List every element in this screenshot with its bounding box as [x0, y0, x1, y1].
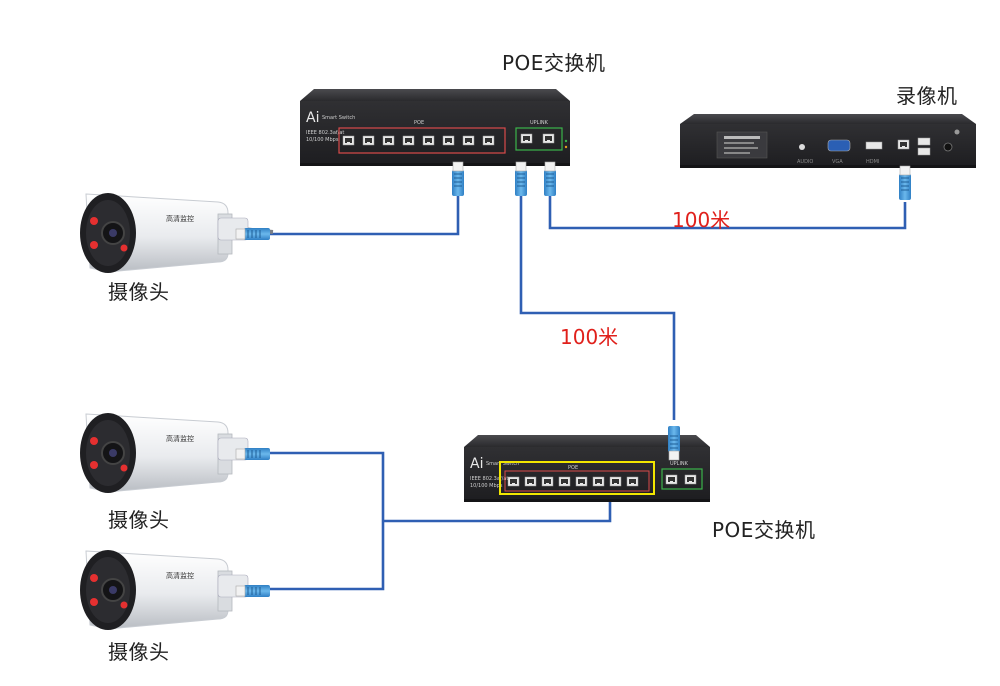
camera-1: 高清监控: [80, 193, 274, 273]
top-switch-plugs: [451, 161, 557, 197]
cables: [262, 196, 907, 591]
distance-label-switch: 100米: [560, 325, 619, 349]
bottom-switch-port-7: [609, 476, 622, 487]
bottom-switch-uplink-label: UPLINK: [670, 461, 689, 467]
top-switch-model: Smart Switch: [322, 115, 355, 121]
top-switch-port-6: [442, 135, 455, 146]
top-switch-uplink-port-2: [542, 133, 555, 144]
top-switch-spec-2: 10/100 Mbps: [306, 137, 339, 143]
bottom-switch-port-2: [524, 476, 537, 487]
bottom-switch-port-5: [575, 476, 588, 487]
nvr-recorder: AUDIO VGA HDMI: [680, 114, 976, 168]
top-switch-port-1: [342, 135, 355, 146]
top-switch-uplink-label: UPLINK: [530, 120, 549, 126]
top-switch-port-7: [462, 135, 475, 146]
camera-3-brand: 高清监控: [166, 571, 194, 580]
bottom-switch-poe-highlight: [499, 461, 655, 495]
nvr-hdmi-label: HDMI: [866, 159, 879, 165]
cable-cameras-to-bottom-switch: [383, 502, 612, 523]
bottom-switch-port-1: [507, 476, 520, 487]
rj45-plug-icon: [667, 425, 681, 461]
bottom-switch-uplink-group: [661, 468, 703, 490]
bottom-switch-uplink-port-1: [665, 474, 678, 485]
rj45-plug-icon: [543, 161, 557, 197]
bottom-switch-model: Smart Switch: [486, 461, 519, 467]
bottom-switch-uplink-port-2: [684, 474, 697, 485]
rj45-plug-icon: [898, 165, 912, 201]
top-switch-port-5: [422, 135, 435, 146]
bottom-switch-spec-1: IEEE 802.3af/at: [470, 476, 508, 482]
camera-3: 高清监控: [80, 550, 271, 630]
top-switch-logo: Ai: [306, 110, 319, 126]
cable-camera-2-to-bottom-switch: [262, 451, 385, 591]
top-switch-uplink-port-1: [520, 133, 533, 144]
nvr-audio-label: AUDIO: [797, 159, 813, 165]
bottom-switch-port-8: [626, 476, 639, 487]
cable-camera-1-to-top-switch: [262, 196, 460, 236]
top-switch-port-3: [382, 135, 395, 146]
bottom-switch-spec-2: 10/100 Mbps: [470, 483, 503, 489]
top-switch-uplink-group: [515, 127, 563, 151]
nvr-lan-port: [897, 139, 910, 150]
rj45-plug-icon: [451, 161, 465, 197]
nvr-vga-label: VGA: [832, 159, 843, 165]
top-poe-switch: Ai Smart Switch IEEE 802.3af/at 10/100 M…: [300, 89, 570, 166]
top-switch-port-8: [482, 135, 495, 146]
camera-2: 高清监控: [80, 413, 271, 493]
camera-1-brand: 高清监控: [166, 214, 194, 223]
cable-top-switch-to-bottom-switch: [519, 196, 676, 420]
nvr-label: 录像机: [896, 84, 958, 108]
top-switch-spec-1: IEEE 802.3af/at: [306, 130, 344, 136]
top-switch-label: POE交换机: [502, 51, 606, 75]
bottom-switch-poe-port-group: [504, 470, 650, 492]
bottom-switch-label: POE交换机: [712, 518, 816, 542]
camera-3-label: 摄像头: [108, 640, 170, 664]
top-switch-port-2: [362, 135, 375, 146]
bottom-switch-port-6: [592, 476, 605, 487]
top-switch-poe-port-group: [338, 127, 506, 154]
bottom-switch-port-3: [541, 476, 554, 487]
rj45-plug-icon: [514, 161, 528, 197]
cable-top-switch-to-nvr: [548, 196, 907, 230]
bottom-switch-poe-label: POE: [568, 465, 578, 471]
top-switch-poe-label: POE: [414, 120, 424, 126]
distance-label-nvr: 100米: [672, 208, 731, 232]
camera-2-brand: 高清监控: [166, 434, 194, 443]
camera-1-label: 摄像头: [108, 280, 170, 304]
top-switch-port-4: [402, 135, 415, 146]
bottom-switch-port-4: [558, 476, 571, 487]
bottom-switch-logo: Ai: [470, 456, 483, 472]
camera-2-label: 摄像头: [108, 508, 170, 532]
